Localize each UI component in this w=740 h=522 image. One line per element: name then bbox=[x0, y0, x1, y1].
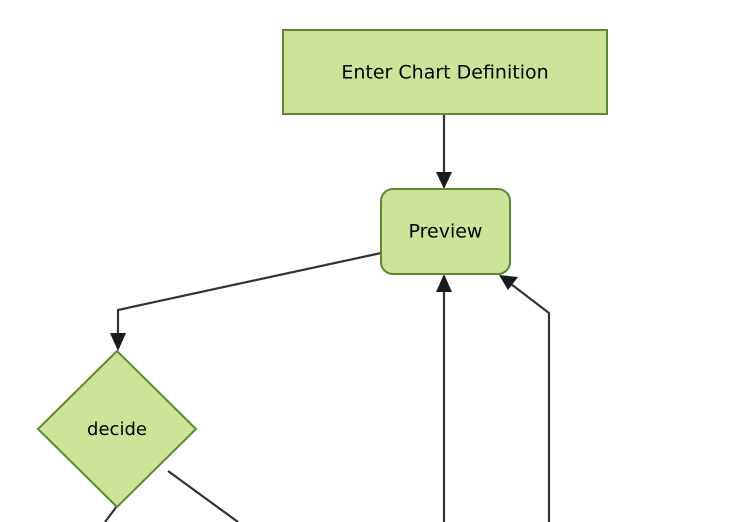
edge-decide-right-offscreen bbox=[167, 470, 239, 522]
edge-preview-to-decide-arrowhead bbox=[110, 333, 126, 351]
node-decide-shape[interactable] bbox=[36, 349, 198, 509]
edge-preview-to-decide bbox=[110, 251, 382, 351]
node-enter-chart-definition[interactable]: Enter Chart Definition bbox=[282, 29, 608, 115]
node-decide[interactable]: decide bbox=[36, 349, 198, 509]
edge-preview-to-decide-line bbox=[116, 251, 382, 338]
node-preview-label: Preview bbox=[409, 221, 483, 243]
edge-layer bbox=[104, 114, 551, 522]
node-enter-chart-definition-label: Enter Chart Definition bbox=[341, 62, 548, 84]
edge-enter-to-preview bbox=[436, 114, 452, 189]
node-preview-shape[interactable] bbox=[380, 188, 511, 275]
node-decide-label: decide bbox=[87, 419, 147, 440]
edge-bottom-right-to-preview-arrowhead bbox=[499, 275, 518, 290]
edge-enter-to-preview-arrowhead bbox=[436, 172, 452, 189]
node-layer: Enter Chart Definition Preview decide bbox=[36, 29, 608, 509]
node-preview[interactable]: Preview bbox=[380, 188, 511, 275]
edge-decide-bottom-offscreen bbox=[104, 505, 118, 522]
node-enter-chart-definition-shape[interactable] bbox=[282, 29, 608, 115]
edge-bottom-right-to-preview bbox=[499, 275, 551, 522]
edge-bottom-right-to-preview-line bbox=[506, 280, 551, 522]
edge-bottom-center-to-preview-arrowhead bbox=[436, 274, 452, 292]
edge-bottom-center-to-preview bbox=[436, 274, 452, 522]
